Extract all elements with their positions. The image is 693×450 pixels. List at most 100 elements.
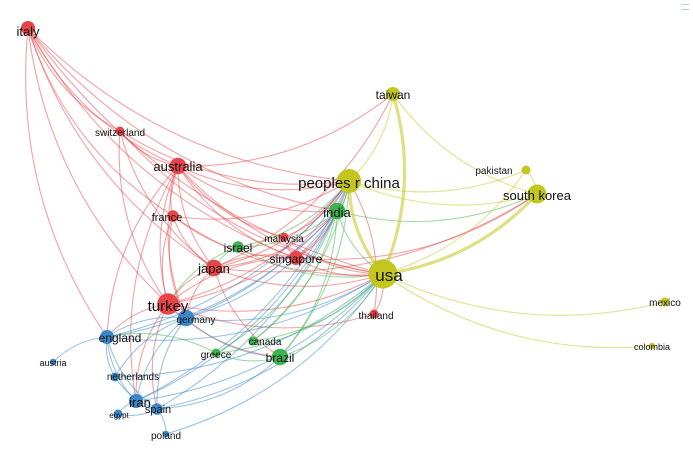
node-poland[interactable] [162, 430, 170, 438]
node-label-taiwan: taiwan [376, 88, 411, 102]
node-label-egypt: egypt [109, 411, 129, 420]
node-peoples_r_china[interactable] [337, 169, 361, 193]
node-label-south_korea: south korea [503, 188, 572, 203]
node-malaysia[interactable] [279, 232, 289, 242]
link-turkey-thailand [167, 303, 375, 329]
node-israel[interactable] [232, 241, 244, 253]
node-label-singapore: singapore [270, 252, 323, 266]
link-brazil-peoples_r_china [279, 180, 350, 358]
link-iran-peoples_r_china [135, 180, 350, 402]
link-peoples_r_china-south_korea [348, 180, 538, 206]
node-label-peoples_r_china: peoples r china [298, 175, 400, 192]
node-label-turkey: turkey [148, 298, 189, 315]
link-italy-australia [27, 27, 179, 167]
node-label-france: france [152, 212, 183, 224]
link-germany-india [185, 210, 338, 319]
link-israel-india [237, 210, 338, 248]
node-netherlands[interactable] [110, 372, 120, 382]
node-label-germany: germany [177, 315, 216, 326]
link-india-south_korea [336, 193, 538, 223]
node-colombia[interactable] [648, 342, 656, 350]
node-label-brazil: brazil [266, 351, 295, 365]
node-label-malaysia: malaysia [264, 234, 304, 245]
link-brazil-india [279, 210, 338, 358]
node-layer [21, 21, 670, 438]
node-mexico[interactable] [660, 297, 670, 307]
node-label-poland: poland [151, 431, 181, 442]
node-spain[interactable] [151, 403, 163, 415]
link-netherlands-usa [114, 273, 384, 378]
node-label-pakistan: pakistan [475, 166, 512, 177]
link-japan-brazil [213, 267, 281, 358]
link-greece-usa [215, 273, 384, 354]
node-australia[interactable] [169, 157, 187, 175]
node-label-england: england [99, 331, 142, 345]
link-thailand-peoples_r_china [348, 180, 378, 315]
node-switzerland[interactable] [115, 126, 125, 136]
node-france[interactable] [167, 210, 179, 222]
link-australia-india [177, 165, 338, 213]
node-greece[interactable] [211, 348, 221, 358]
node-turkey[interactable] [157, 293, 179, 315]
node-canada[interactable] [248, 336, 258, 346]
node-germany[interactable] [177, 309, 195, 327]
node-india[interactable] [328, 202, 346, 220]
link-france-germany [168, 215, 187, 319]
link-turkey-iran [135, 303, 169, 402]
link-switzerland-turkey [118, 130, 169, 305]
link-england-india [106, 210, 338, 338]
link-australia-turkey [159, 165, 179, 305]
link-italy-india [27, 27, 338, 212]
node-label-iran: iran [129, 395, 151, 410]
link-italy-turkey [27, 27, 169, 305]
link-canada-usa [252, 273, 384, 342]
node-egypt[interactable] [113, 409, 123, 419]
node-label-italy: italy [16, 24, 40, 39]
link-israel-peoples_r_china [237, 180, 350, 248]
menu-icon[interactable] [681, 4, 689, 10]
link-germany-spain [156, 317, 187, 410]
node-singapore[interactable] [289, 251, 303, 265]
link-greece-india [215, 210, 338, 354]
link-australia-england [106, 165, 179, 338]
link-australia-malaysia [177, 165, 285, 238]
node-england[interactable] [100, 330, 114, 344]
node-italy[interactable] [21, 21, 35, 35]
link-brazil-usa [279, 273, 384, 358]
link-england-peoples_r_china [106, 180, 350, 338]
node-brazil[interactable] [271, 348, 289, 366]
link-germany-brazil [185, 317, 281, 358]
node-label-canada: canada [249, 337, 282, 348]
link-australia-taiwan [177, 93, 394, 167]
link-usa-colombia [382, 273, 653, 349]
node-usa[interactable] [368, 259, 398, 289]
node-pakistan[interactable] [521, 165, 531, 175]
link-japan-taiwan [213, 93, 394, 269]
link-usa-south_korea [382, 192, 539, 276]
node-south_korea[interactable] [527, 184, 547, 204]
link-taiwan-south_korea [392, 93, 538, 195]
link-spain-brazil [156, 356, 281, 410]
label-layer: italyswitzerlandaustraliafranceisraelmal… [16, 24, 681, 442]
node-austria[interactable] [49, 358, 57, 366]
node-label-usa: usa [375, 266, 403, 285]
node-label-india: india [323, 205, 351, 220]
link-france-peoples_r_china [172, 180, 350, 220]
link-peoples_r_china-pakistan [348, 169, 527, 193]
link-singapore-south_korea [295, 193, 538, 261]
node-japan[interactable] [205, 259, 223, 277]
node-thailand[interactable] [369, 309, 379, 319]
node-label-colombia: colombia [634, 342, 670, 352]
link-turkey-usa [167, 273, 384, 312]
link-italy-singapore [27, 27, 297, 259]
link-usa-taiwan [381, 93, 407, 275]
node-taiwan[interactable] [386, 87, 400, 101]
link-usa-mexico [382, 273, 666, 316]
link-germany-england [106, 316, 187, 338]
link-australia-iran [130, 165, 179, 402]
node-iran[interactable] [129, 394, 143, 408]
node-label-mexico: mexico [649, 298, 681, 309]
link-italy-england [25, 27, 108, 338]
link-italy-switzerland [27, 27, 121, 132]
